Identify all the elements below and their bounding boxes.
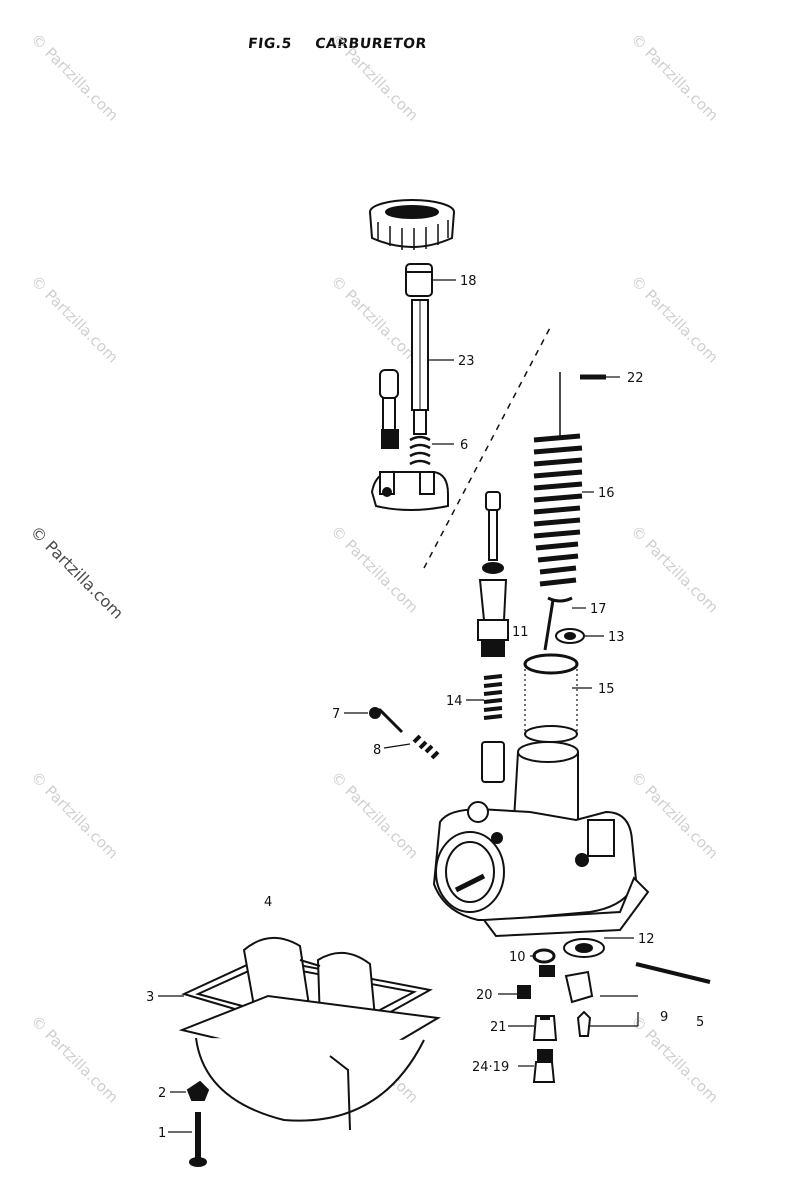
callout-23: 23 — [458, 354, 475, 369]
part-18-cap — [405, 263, 433, 297]
cable-guide-plate — [370, 470, 449, 511]
callout-8: 8 — [373, 743, 381, 758]
callout-16: 16 — [598, 486, 615, 501]
part-15-throttle-slide — [523, 653, 579, 743]
part-2-nut — [186, 1080, 210, 1101]
carburetor-body — [432, 741, 650, 938]
callout-3: 3 — [146, 990, 154, 1005]
callout-9: 9 — [660, 1010, 668, 1025]
callout-18: 18 — [460, 274, 477, 289]
part-21-jet — [532, 1015, 558, 1041]
callout-1: 1 — [158, 1126, 166, 1141]
callout-10: 10 — [509, 950, 526, 965]
callout-17: 17 — [590, 602, 607, 617]
part-10-o-ring — [532, 948, 556, 964]
part-24-19-jet — [532, 1049, 556, 1083]
callout-6: 6 — [460, 438, 468, 453]
callout-14: 14 — [446, 694, 463, 709]
carburetor-top-cap — [369, 199, 455, 250]
callout-5: 5 — [696, 1015, 704, 1030]
callout-11: 11 — [512, 625, 529, 640]
float-chamber-bowl — [178, 994, 442, 1131]
callout-22: 22 — [627, 371, 644, 386]
needle-jet-assembly — [477, 491, 509, 657]
part-8-spring — [412, 734, 440, 760]
callout-2: 2 — [158, 1086, 166, 1101]
float-valve-seat — [539, 965, 594, 1004]
callout-20: 20 — [476, 988, 493, 1003]
part-6-spring — [409, 435, 431, 466]
pilot-jet-holder — [481, 741, 505, 783]
part-20-jet — [517, 985, 531, 999]
callout-21: 21 — [490, 1020, 507, 1035]
part-23-rod — [411, 299, 429, 435]
adjuster-screw — [379, 369, 399, 449]
callout-4: 4 — [264, 895, 272, 910]
part-1-drain-screw — [189, 1112, 207, 1167]
callout-12: 12 — [638, 932, 655, 947]
part-7-air-screw — [369, 707, 404, 734]
part-13-washer — [555, 628, 585, 644]
callout-7: 7 — [332, 707, 340, 722]
part-16-spring — [533, 372, 583, 587]
part-17-clip — [543, 596, 573, 651]
callout-13: 13 — [608, 630, 625, 645]
assembly-guide-line — [423, 323, 553, 569]
part-5-float-pin — [635, 962, 711, 984]
callout-15: 15 — [598, 682, 615, 697]
leader-lines — [158, 279, 639, 1133]
callout-24-19: 24·19 — [472, 1060, 509, 1075]
part-14-spring — [483, 674, 503, 720]
part-12-gasket — [563, 938, 605, 958]
part-9-needle-valve — [576, 1010, 592, 1037]
